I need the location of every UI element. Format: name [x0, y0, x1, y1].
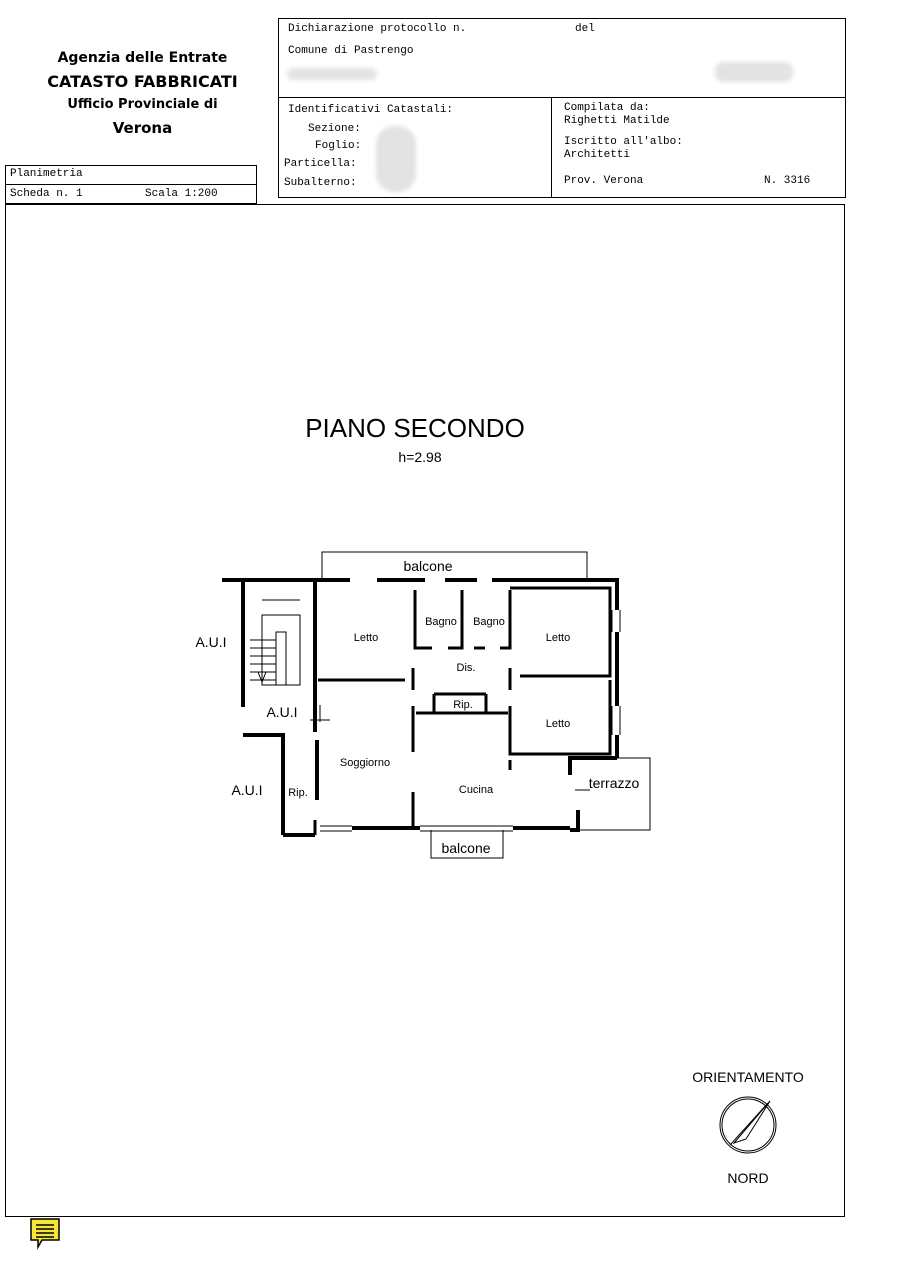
sheet-type: Planimetria	[10, 168, 83, 180]
label-letto-2: Letto	[546, 632, 570, 644]
label-terrazzo: terrazzo	[589, 775, 640, 791]
subalterno-label: Subalterno:	[284, 177, 357, 189]
letto3-frame	[508, 680, 612, 756]
del-label: del	[575, 23, 595, 35]
bagno2-right	[500, 590, 512, 650]
plan-titles: PIANO SECONDO h=2.98	[305, 413, 525, 465]
stair-core	[275, 631, 287, 686]
particella-label: Particella:	[284, 158, 357, 170]
letto2-frame	[510, 586, 612, 678]
compass-icon	[719, 1096, 777, 1154]
declaration-divider	[278, 97, 846, 98]
label-letto-3: Letto	[546, 718, 570, 730]
label-cucina: Cucina	[459, 784, 494, 796]
bagno1-right	[448, 590, 464, 650]
compilata-label: Compilata da:	[564, 102, 650, 114]
left-lower-wall	[243, 733, 285, 835]
label-rip-2: Rip.	[288, 787, 308, 799]
label-balcone-bottom: balcone	[441, 840, 490, 856]
label-aui-3: A.U.I	[231, 782, 262, 798]
iscritto-label: Iscritto all'albo:	[564, 136, 683, 148]
compilata-name: Righetti Matilde	[564, 115, 670, 127]
department-name: CATASTO FABBRICATI	[47, 72, 238, 91]
right-wall-upper	[605, 578, 619, 610]
plan-height: h=2.98	[398, 449, 441, 465]
balcone-bottom-outline	[430, 830, 504, 859]
foglio-label: Foglio:	[315, 140, 362, 152]
stairs-arrow	[257, 671, 267, 684]
label-rip-1: Rip.	[453, 699, 473, 711]
drawing-frame	[5, 204, 845, 1217]
label-bagno-1: Bagno	[425, 616, 457, 628]
balcone-top-outline	[321, 551, 588, 578]
orientation-title: ORIENTAMENTO	[692, 1069, 804, 1085]
comune-label: Comune di Pastrengo	[288, 45, 414, 57]
label-dis: Dis.	[457, 662, 476, 674]
numero-label: N. 3316	[764, 175, 811, 187]
cadastral-title: Identificativi Catastali:	[288, 104, 454, 116]
redacted-number	[715, 62, 793, 82]
iscritto-value: Architetti	[564, 149, 631, 161]
label-letto-1: Letto	[354, 632, 378, 644]
stairs	[250, 599, 301, 686]
office-city: Verona	[112, 119, 173, 137]
redacted-address	[287, 68, 377, 80]
label-soggiorno: Soggiorno	[340, 757, 390, 769]
stair-well	[261, 614, 301, 686]
label-balcone-top: balcone	[403, 558, 452, 574]
label-aui-2: A.U.I	[266, 704, 297, 720]
prov-label: Prov. Verona	[564, 175, 644, 187]
bagno1-left	[413, 590, 432, 650]
inner-walls	[313, 586, 612, 835]
outer-walls	[222, 578, 619, 837]
redacted-cadastral	[376, 126, 416, 192]
note-icon[interactable]	[30, 1218, 60, 1250]
lower-right-wall-b	[570, 810, 580, 832]
sezione-label: Sezione:	[308, 123, 361, 135]
aui-markers	[310, 705, 330, 722]
orientation-north: NORD	[727, 1170, 768, 1186]
room-labels: balcone Letto Bagno Bagno Letto Dis. Rip…	[195, 558, 639, 856]
terrazzo-outline	[578, 757, 651, 831]
cadastral-divider	[551, 97, 552, 198]
plan-title: PIANO SECONDO	[305, 413, 525, 443]
sheet-scheda: Scheda n. 1	[10, 188, 83, 200]
declaration-box	[278, 18, 846, 198]
label-bagno-2: Bagno	[473, 616, 505, 628]
windows	[320, 610, 621, 832]
agency-name: Agenzia delle Entrate	[57, 50, 228, 66]
sheet-scala: Scala 1:200	[145, 188, 218, 200]
protocollo-label: Dichiarazione protocollo n.	[288, 23, 467, 35]
sheet-divider	[5, 184, 257, 185]
office-label: Ufficio Provinciale di	[67, 97, 218, 112]
lower-right-wall	[568, 756, 617, 775]
label-aui-1: A.U.I	[195, 634, 226, 650]
